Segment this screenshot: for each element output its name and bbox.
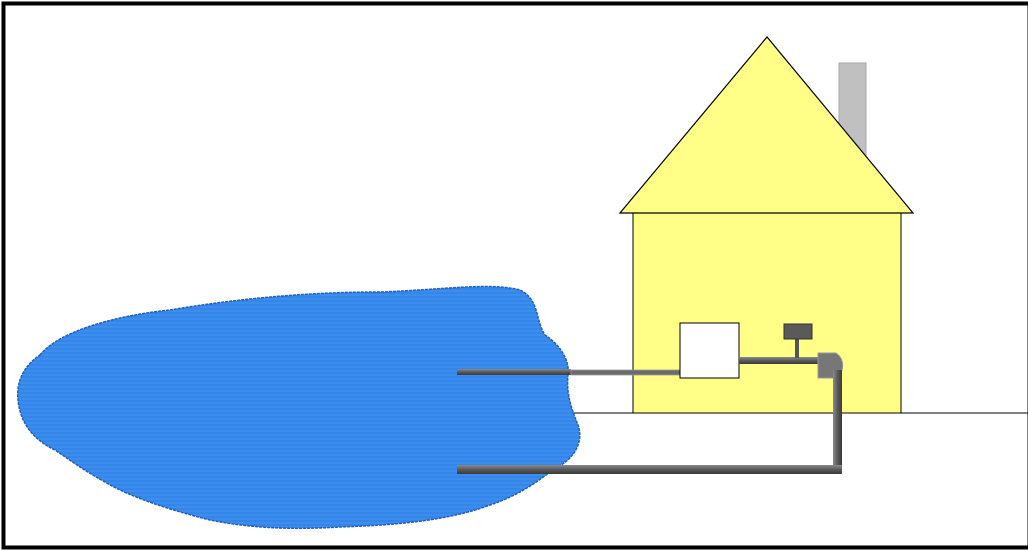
supply-pipe-in-pond [457,369,571,375]
house-pipe [739,357,824,364]
pond [17,285,581,530]
roof [618,36,915,214]
house [632,212,902,414]
heat-pump-box [679,322,740,379]
return-pipe [457,465,842,474]
control-valve [783,323,813,340]
control-valve-stem [795,339,799,358]
supply-pipe [570,369,682,376]
return-pipe-vertical [833,370,842,474]
